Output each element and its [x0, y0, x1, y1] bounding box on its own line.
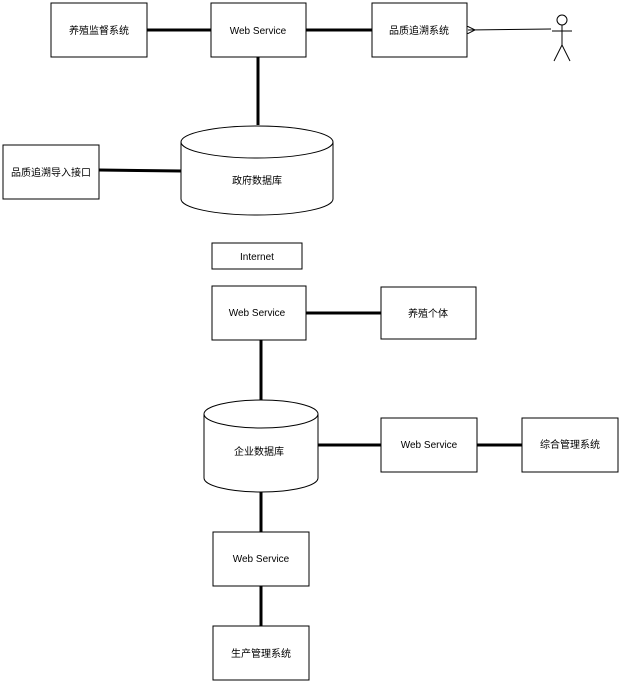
- node-internet-label: Internet: [240, 252, 274, 263]
- node-gov-db: 政府数据库: [180, 125, 334, 216]
- node-ws-bottom: Web Service: [212, 531, 310, 587]
- connectors: [98, 28, 522, 626]
- node-ws-mid-label: Web Service: [229, 308, 286, 319]
- node-ws-right: Web Service: [380, 417, 478, 473]
- node-ws-bottom-label: Web Service: [233, 554, 290, 565]
- node-yangzhi-geti-label: 养殖个体: [408, 307, 448, 320]
- node-ent-db: 企业数据库: [203, 399, 319, 493]
- edge-actor-zhuisu: [468, 29, 552, 30]
- node-shengchan-label: 生产管理系统: [231, 647, 291, 660]
- node-yangzhi-jiandu: 养殖监督系统: [50, 2, 148, 58]
- node-gov-db-label: 政府数据库: [232, 174, 282, 187]
- node-zonghe: 综合管理系统: [521, 417, 619, 473]
- node-ws-mid: Web Service: [211, 285, 307, 341]
- edge-import-govdb: [98, 168, 182, 173]
- node-pinzhi-zhuisu: 品质追溯系统: [371, 2, 468, 58]
- node-internet: Internet: [211, 242, 303, 270]
- node-ws-top-label: Web Service: [230, 26, 287, 37]
- node-ent-db-label: 企业数据库: [234, 445, 284, 458]
- node-pinzhi-import: 品质追溯导入接口: [2, 144, 100, 200]
- node-ws-right-label: Web Service: [401, 440, 458, 451]
- node-yangzhi-jiandu-label: 养殖监督系统: [69, 24, 129, 37]
- node-pinzhi-import-label: 品质追溯导入接口: [11, 166, 91, 179]
- node-pinzhi-zhuisu-label: 品质追溯系统: [389, 24, 449, 37]
- node-shengchan: 生产管理系统: [212, 625, 310, 681]
- stick-figure-icon: [552, 14, 572, 62]
- node-zonghe-label: 综合管理系统: [540, 438, 600, 451]
- node-yangzhi-geti: 养殖个体: [380, 286, 477, 340]
- node-ws-top: Web Service: [210, 2, 307, 58]
